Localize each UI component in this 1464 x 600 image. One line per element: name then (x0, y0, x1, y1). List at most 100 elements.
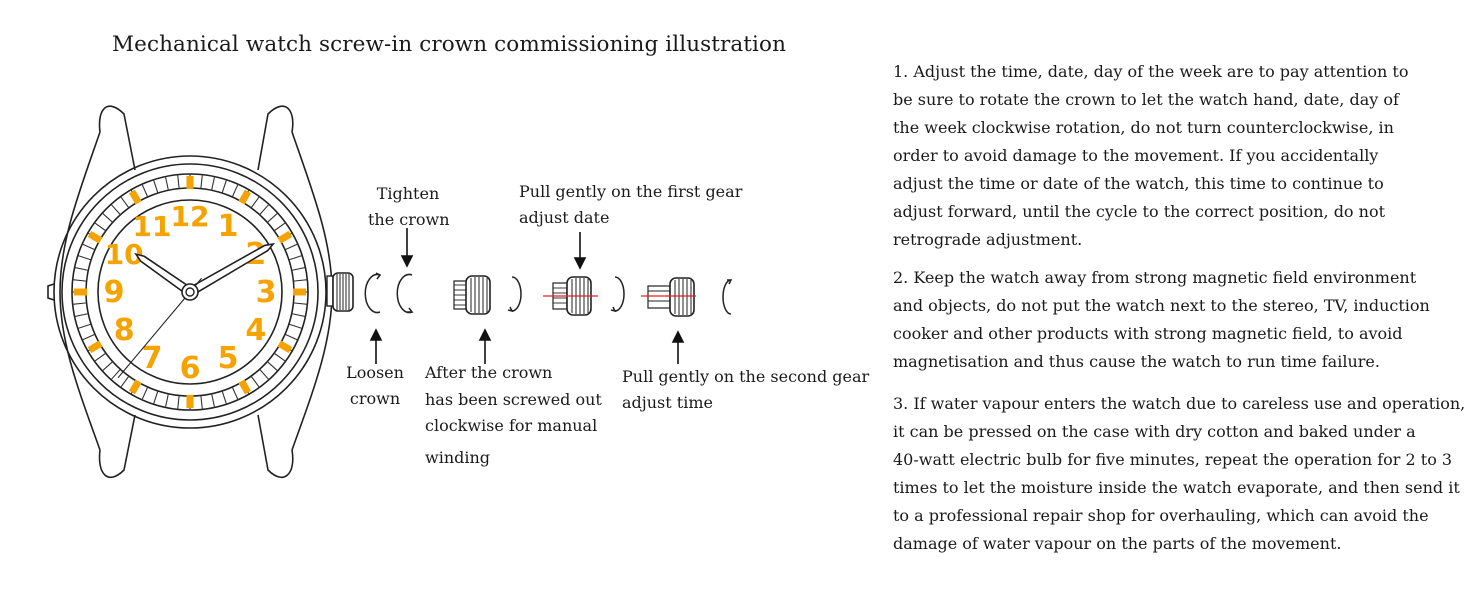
label-line: After the crown (425, 363, 553, 382)
minute-tick (81, 333, 96, 341)
label-line: winding (425, 447, 491, 467)
crown-first-gear (543, 276, 598, 316)
page-title: Mechanical watch screw-in crown commissi… (112, 32, 787, 57)
instruction-paragraph-2: 2. Keep the watch away from strong magne… (893, 264, 1453, 376)
minute-tick (211, 393, 216, 408)
instruction-line: 40-watt electric bulb for five minutes, … (893, 450, 1453, 469)
dial-numeral: 3 (256, 275, 277, 310)
label-line: Loosen (346, 363, 404, 382)
minute-tick (284, 243, 299, 251)
instruction-line: adjust the time or date of the watch, th… (893, 174, 1384, 193)
hour-marker (128, 379, 142, 395)
minute-tick (200, 174, 203, 189)
label-line: adjust time (622, 393, 713, 412)
instruction-line: 2. Keep the watch away from strong magne… (893, 268, 1417, 287)
minute-tick (284, 333, 299, 341)
minute-tick (273, 352, 286, 362)
hour-marker (186, 395, 194, 408)
crown-on-case (326, 272, 354, 312)
minute-tick (110, 368, 121, 381)
minute-tick (77, 255, 92, 261)
minute-tick (293, 302, 308, 305)
label-line: has been screwed out (425, 389, 602, 409)
minute-tick (221, 179, 227, 194)
dial-numeral: 7 (142, 341, 163, 376)
instruction-line: order to avoid damage to the movement. I… (893, 146, 1379, 165)
label-line: Pull gently on the first gear (519, 182, 743, 201)
label-loosen-crown: Loosen crown (344, 360, 406, 412)
minute-tick (94, 222, 107, 232)
dial-numeral: 9 (104, 275, 125, 310)
minute-tick (101, 212, 114, 223)
minute-tick (94, 352, 107, 362)
hour-marker (238, 189, 252, 205)
dial-numeral: 8 (114, 313, 135, 348)
dial-numeral: 1 (218, 209, 239, 244)
label-first-gear: Pull gently on the first gear adjust dat… (519, 179, 742, 231)
dial-numeral: 4 (245, 313, 266, 348)
instruction-line: to a professional repair shop for overha… (893, 506, 1429, 525)
minute-tick (164, 393, 169, 408)
minute-tick (177, 395, 180, 410)
instruction-line: it can be pressed on the case with dry c… (893, 422, 1416, 441)
label-line: crown (349, 389, 401, 408)
rotation-arcs (364, 272, 733, 315)
minute-tick (177, 174, 180, 189)
instruction-paragraph-3: 3. If water vapour enters the watch due … (893, 390, 1464, 558)
minute-tick (221, 390, 227, 405)
hour-marker (277, 340, 293, 354)
dial-numeral: 12 (171, 200, 210, 233)
minute-tick (101, 361, 114, 372)
instruction-line: adjust forward, until the cycle to the c… (893, 202, 1386, 221)
hour-marker (87, 340, 103, 354)
minute-tick (74, 266, 89, 271)
hour-marker (277, 230, 293, 244)
minute-tick (259, 368, 270, 381)
crown-screwed-out (453, 275, 491, 315)
minute-tick (120, 375, 130, 388)
instruction-line: 1. Adjust the time, date, day of the wee… (893, 62, 1409, 81)
instruction-line: retrograde adjustment. (893, 230, 1083, 249)
label-tighten-crown: Tighten the crown (368, 181, 450, 233)
label-line: clockwise for manual (425, 416, 598, 435)
hour-marker (87, 230, 103, 244)
minute-tick (259, 203, 270, 216)
minute-tick (153, 390, 159, 405)
instruction-line: magnetisation and thus cause the watch t… (893, 352, 1380, 371)
minute-tick (120, 196, 130, 209)
dial-hour-markers (74, 176, 306, 408)
crown-second-gear (641, 277, 696, 317)
instruction-line: and objects, do not put the watch next t… (893, 296, 1430, 315)
minute-tick (273, 222, 286, 232)
minute-tick (141, 386, 149, 401)
minute-tick (266, 212, 279, 223)
instruction-line: cooker and other products with strong ma… (893, 324, 1403, 343)
minute-tick (110, 203, 121, 216)
dial-numeral: 5 (218, 341, 239, 376)
minute-tick (72, 302, 87, 305)
watch-hands (117, 242, 276, 379)
dial-numeral: 11 (133, 210, 172, 243)
hour-marker (128, 189, 142, 205)
minute-tick (291, 313, 306, 318)
hour-marker (293, 288, 306, 296)
minute-tick (72, 279, 87, 282)
minute-tick (288, 255, 303, 261)
pointer-arrows (369, 228, 685, 364)
label-line: adjust date (519, 208, 610, 227)
minute-tick (164, 176, 169, 191)
minute-tick (231, 386, 239, 401)
minute-tick (74, 313, 89, 318)
minute-tick (211, 176, 216, 191)
minute-tick (288, 323, 303, 329)
crown-diagram: 121234567891011 (47, 105, 733, 478)
instruction-line: be sure to rotate the crown to let the w… (893, 90, 1399, 109)
label-line: the crown (368, 210, 450, 229)
hour-marker (74, 288, 87, 296)
instruction-line: damage of water vapour on the parts of t… (893, 534, 1342, 553)
minute-tick (153, 179, 159, 194)
dial-numeral: 6 (180, 351, 201, 386)
label-screwed-out: After the crown has been screwed out clo… (425, 360, 602, 471)
minute-tick (291, 266, 306, 271)
hour-marker (186, 176, 194, 189)
